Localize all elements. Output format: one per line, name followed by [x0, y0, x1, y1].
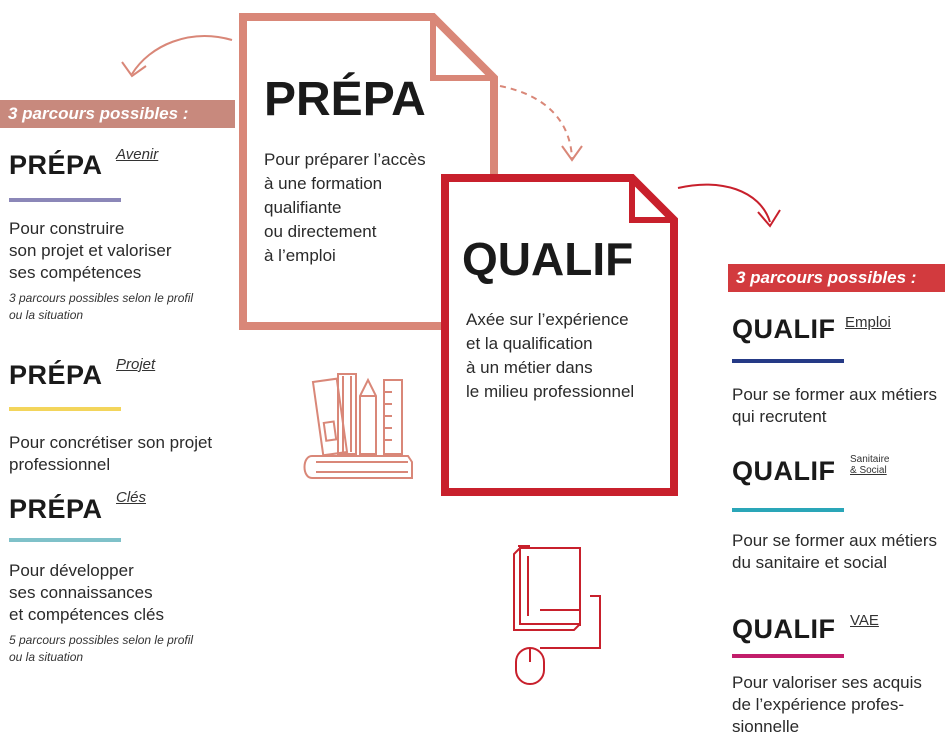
- prepa-cles-sub: Clés: [116, 489, 147, 506]
- qualif-card-title: QUALIF: [462, 233, 634, 285]
- prepa-card-text: Pour préparer l’accès à une formation qu…: [264, 150, 426, 265]
- qualif-emploi-bar: [732, 359, 844, 363]
- right-banner: 3 parcours possibles :: [728, 264, 945, 292]
- prepa-cles-brand: PRÉPA: [9, 494, 103, 524]
- prepa-cles-note: 5 parcours possibles selon le profil ou …: [9, 633, 194, 664]
- qualif-vae-desc: Pour valoriser ses acquis de l’expérienc…: [732, 673, 922, 736]
- qualif-emploi-brand: QUALIF: [732, 314, 836, 344]
- qualif-sanitaire-sub: Sanitaire & Social: [850, 454, 890, 476]
- qualif-sanitaire-desc: Pour se former aux métiers du sanitaire …: [732, 531, 938, 572]
- qualif-sanitaire-brand: QUALIF: [732, 456, 836, 486]
- qualif-vae-brand: QUALIF: [732, 614, 836, 644]
- prepa-projet-sub: Projet: [116, 356, 156, 373]
- prepa-projet-bar: [9, 407, 121, 411]
- qualif-card-text: Axée sur l’expérience et la qualificatio…: [466, 310, 635, 401]
- qualif-vae-sub: VAE: [850, 612, 879, 629]
- qualif-emploi-sub: Emploi: [845, 314, 891, 331]
- prepa-avenir-desc: Pour construire son projet et valoriser …: [9, 219, 172, 282]
- prepa-projet-desc: Pour concrétiser son projet professionne…: [9, 433, 213, 474]
- prepa-avenir-bar: [9, 198, 121, 202]
- qualif-emploi-desc: Pour se former aux métiers qui recrutent: [732, 385, 938, 426]
- prepa-cles-bar: [9, 538, 121, 542]
- prepa-avenir-sub: Avenir: [116, 146, 159, 163]
- prepa-cles-desc: Pour développer ses connaissances et com…: [9, 561, 164, 624]
- prepa-card-title: PRÉPA: [264, 73, 426, 126]
- left-banner: 3 parcours possibles :: [0, 100, 235, 128]
- prepa-avenir-brand: PRÉPA: [9, 150, 103, 180]
- qualif-vae-bar: [732, 654, 844, 658]
- prepa-avenir-note: 3 parcours possibles selon le profil ou …: [9, 291, 194, 322]
- qualif-sanitaire-bar: [732, 508, 844, 512]
- prepa-projet-brand: PRÉPA: [9, 360, 103, 390]
